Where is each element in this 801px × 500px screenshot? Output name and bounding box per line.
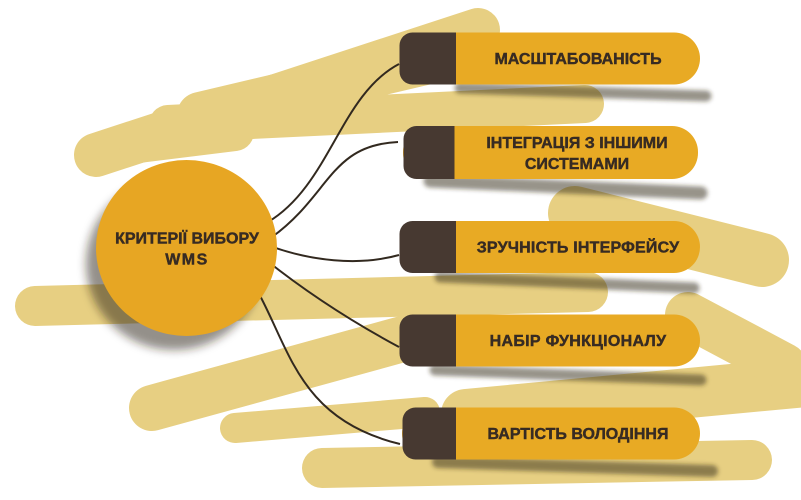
svg-text:КРИТЕРІЇ ВИБОРУ: КРИТЕРІЇ ВИБОРУ: [115, 230, 260, 248]
svg-text:ІНТЕГРАЦІЯ З ІНШИМИ: ІНТЕГРАЦІЯ З ІНШИМИ: [486, 135, 667, 152]
svg-text:СИСТЕМАМИ: СИСТЕМАМИ: [525, 156, 629, 173]
svg-text:МАСШТАБОВАНІСТЬ: МАСШТАБОВАНІСТЬ: [494, 51, 661, 68]
svg-text:НАБІР ФУНКЦІОНАЛУ: НАБІР ФУНКЦІОНАЛУ: [490, 333, 667, 350]
svg-text:ЗРУЧНІСТЬ ІНТЕРФЕЙСУ: ЗРУЧНІСТЬ ІНТЕРФЕЙСУ: [477, 238, 680, 257]
svg-text:ВАРТІСТЬ ВОЛОДІННЯ: ВАРТІСТЬ ВОЛОДІННЯ: [488, 426, 669, 443]
svg-text:WMS: WMS: [165, 252, 209, 269]
